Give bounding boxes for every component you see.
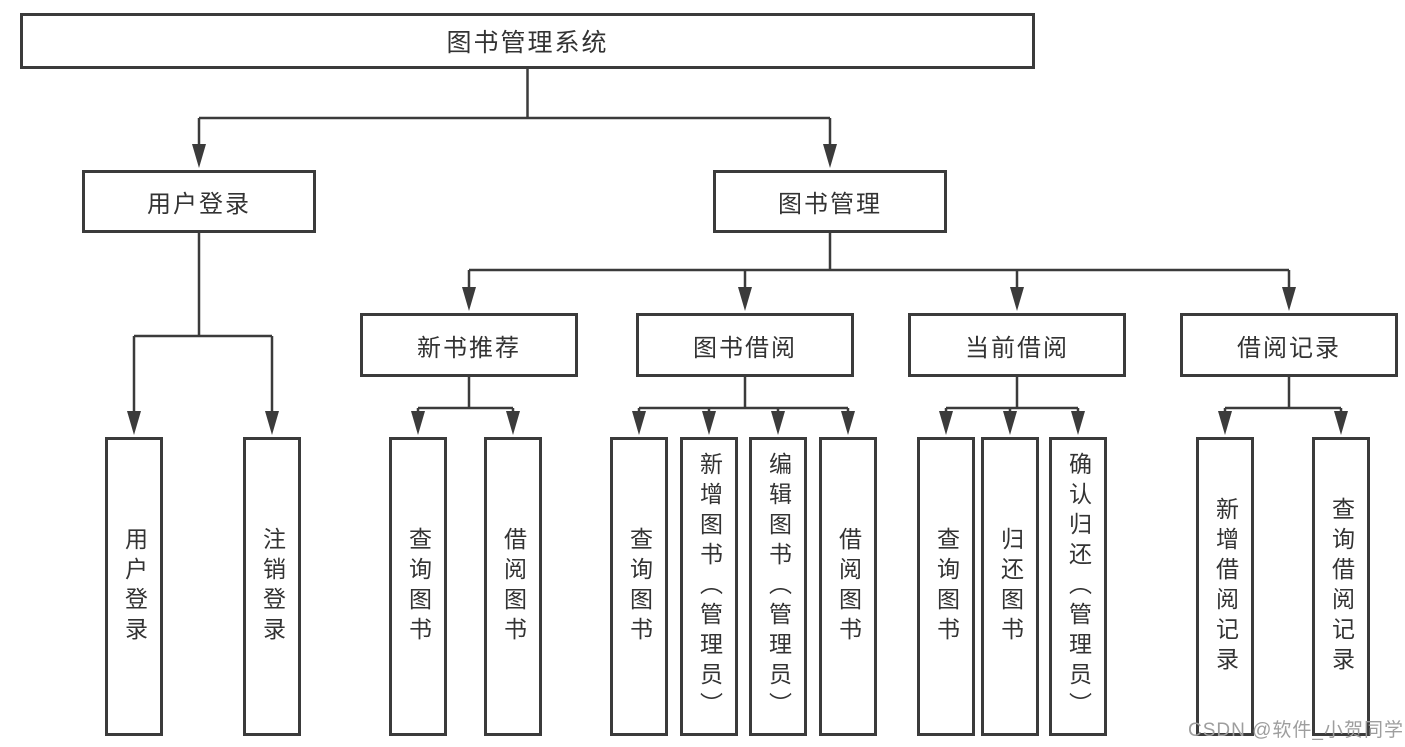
- arrowhead-icon: [462, 287, 476, 311]
- leaf-label: 查询图书: [405, 526, 432, 647]
- node-label: 图书管理系统: [446, 29, 609, 57]
- arrowhead-icon: [939, 411, 953, 435]
- arrowhead-icon: [1218, 411, 1232, 435]
- arrowhead-icon: [1010, 287, 1024, 311]
- arrowhead-icon: [411, 411, 425, 435]
- connector-book-mgmt-to-level2: [467, 233, 1291, 289]
- node-label: 当前借阅: [965, 334, 1069, 362]
- leaf-query-borrow-record: 查询借阅记录: [1312, 437, 1370, 736]
- leaf-borrow-books-recommend: 借阅图书: [484, 437, 542, 736]
- arrowhead-icon: [1334, 411, 1348, 435]
- leaf-label: 新增图书（管理员）: [696, 451, 723, 722]
- leaf-add-borrow-record: 新增借阅记录: [1196, 437, 1254, 736]
- connector-current-borrow-to-leaves: [944, 377, 1080, 413]
- arrowhead-icon: [823, 144, 837, 168]
- node-label: 新书推荐: [417, 334, 521, 362]
- leaf-query-books-borrow: 查询图书: [610, 437, 668, 736]
- arrowhead-icon: [506, 411, 520, 435]
- leaf-label: 编辑图书（管理员）: [765, 451, 792, 722]
- leaf-label: 借阅图书: [835, 526, 862, 647]
- node-book-management: 图书管理: [713, 170, 947, 233]
- leaf-label: 查询图书: [933, 526, 960, 647]
- node-new-book-recommendation: 新书推荐: [360, 313, 578, 377]
- connector-arrowheads: [127, 144, 1348, 435]
- leaf-label: 确认归还（管理员）: [1065, 451, 1092, 722]
- arrowhead-icon: [771, 411, 785, 435]
- arrowhead-icon: [841, 411, 855, 435]
- node-label: 图书管理: [778, 191, 882, 218]
- leaf-edit-books-admin: 编辑图书（管理员）: [749, 437, 807, 736]
- leaf-confirm-return-admin: 确认归还（管理员）: [1049, 437, 1107, 736]
- leaf-label: 用户登录: [121, 526, 148, 647]
- leaf-query-books-current: 查询图书: [917, 437, 975, 736]
- connector-borrow-records-to-leaves: [1223, 377, 1343, 413]
- arrowhead-icon: [1003, 411, 1017, 435]
- node-library-management-system: 图书管理系统: [20, 13, 1035, 69]
- node-borrowing-records: 借阅记录: [1180, 313, 1398, 377]
- leaf-logout: 注销登录: [243, 437, 301, 736]
- leaf-label: 借阅图书: [500, 526, 527, 647]
- leaf-user-login: 用户登录: [105, 437, 163, 736]
- connector-new-book-to-leaves: [416, 377, 515, 413]
- arrowhead-icon: [1282, 287, 1296, 311]
- node-current-borrowing: 当前借阅: [908, 313, 1126, 377]
- node-user-login: 用户登录: [82, 170, 316, 233]
- leaf-label: 查询借阅记录: [1328, 496, 1355, 677]
- node-label: 用户登录: [147, 191, 251, 218]
- node-label: 借阅记录: [1237, 334, 1341, 362]
- arrowhead-icon: [127, 411, 141, 435]
- leaf-return-books: 归还图书: [981, 437, 1039, 736]
- node-book-borrowing: 图书借阅: [636, 313, 854, 377]
- arrowhead-icon: [192, 144, 206, 168]
- csdn-watermark: CSDN @软件_小贺同学: [1188, 720, 1404, 741]
- connector-root-to-level1: [197, 69, 832, 146]
- leaf-label: 查询图书: [626, 526, 653, 647]
- node-label: 图书借阅: [693, 334, 797, 362]
- arrowhead-icon: [738, 287, 752, 311]
- leaf-query-books-recommend: 查询图书: [389, 437, 447, 736]
- connector-user-login-to-leaves: [132, 233, 274, 413]
- connector-lines: [132, 69, 1343, 413]
- leaf-add-books-admin: 新增图书（管理员）: [680, 437, 738, 736]
- arrowhead-icon: [702, 411, 716, 435]
- leaf-label: 新增借阅记录: [1212, 496, 1239, 677]
- connector-book-borrow-to-leaves: [637, 377, 850, 413]
- leaf-borrow-books: 借阅图书: [819, 437, 877, 736]
- arrowhead-icon: [632, 411, 646, 435]
- leaf-label: 注销登录: [259, 526, 286, 647]
- leaf-label: 归还图书: [997, 526, 1024, 647]
- arrowhead-icon: [1071, 411, 1085, 435]
- arrowhead-icon: [265, 411, 279, 435]
